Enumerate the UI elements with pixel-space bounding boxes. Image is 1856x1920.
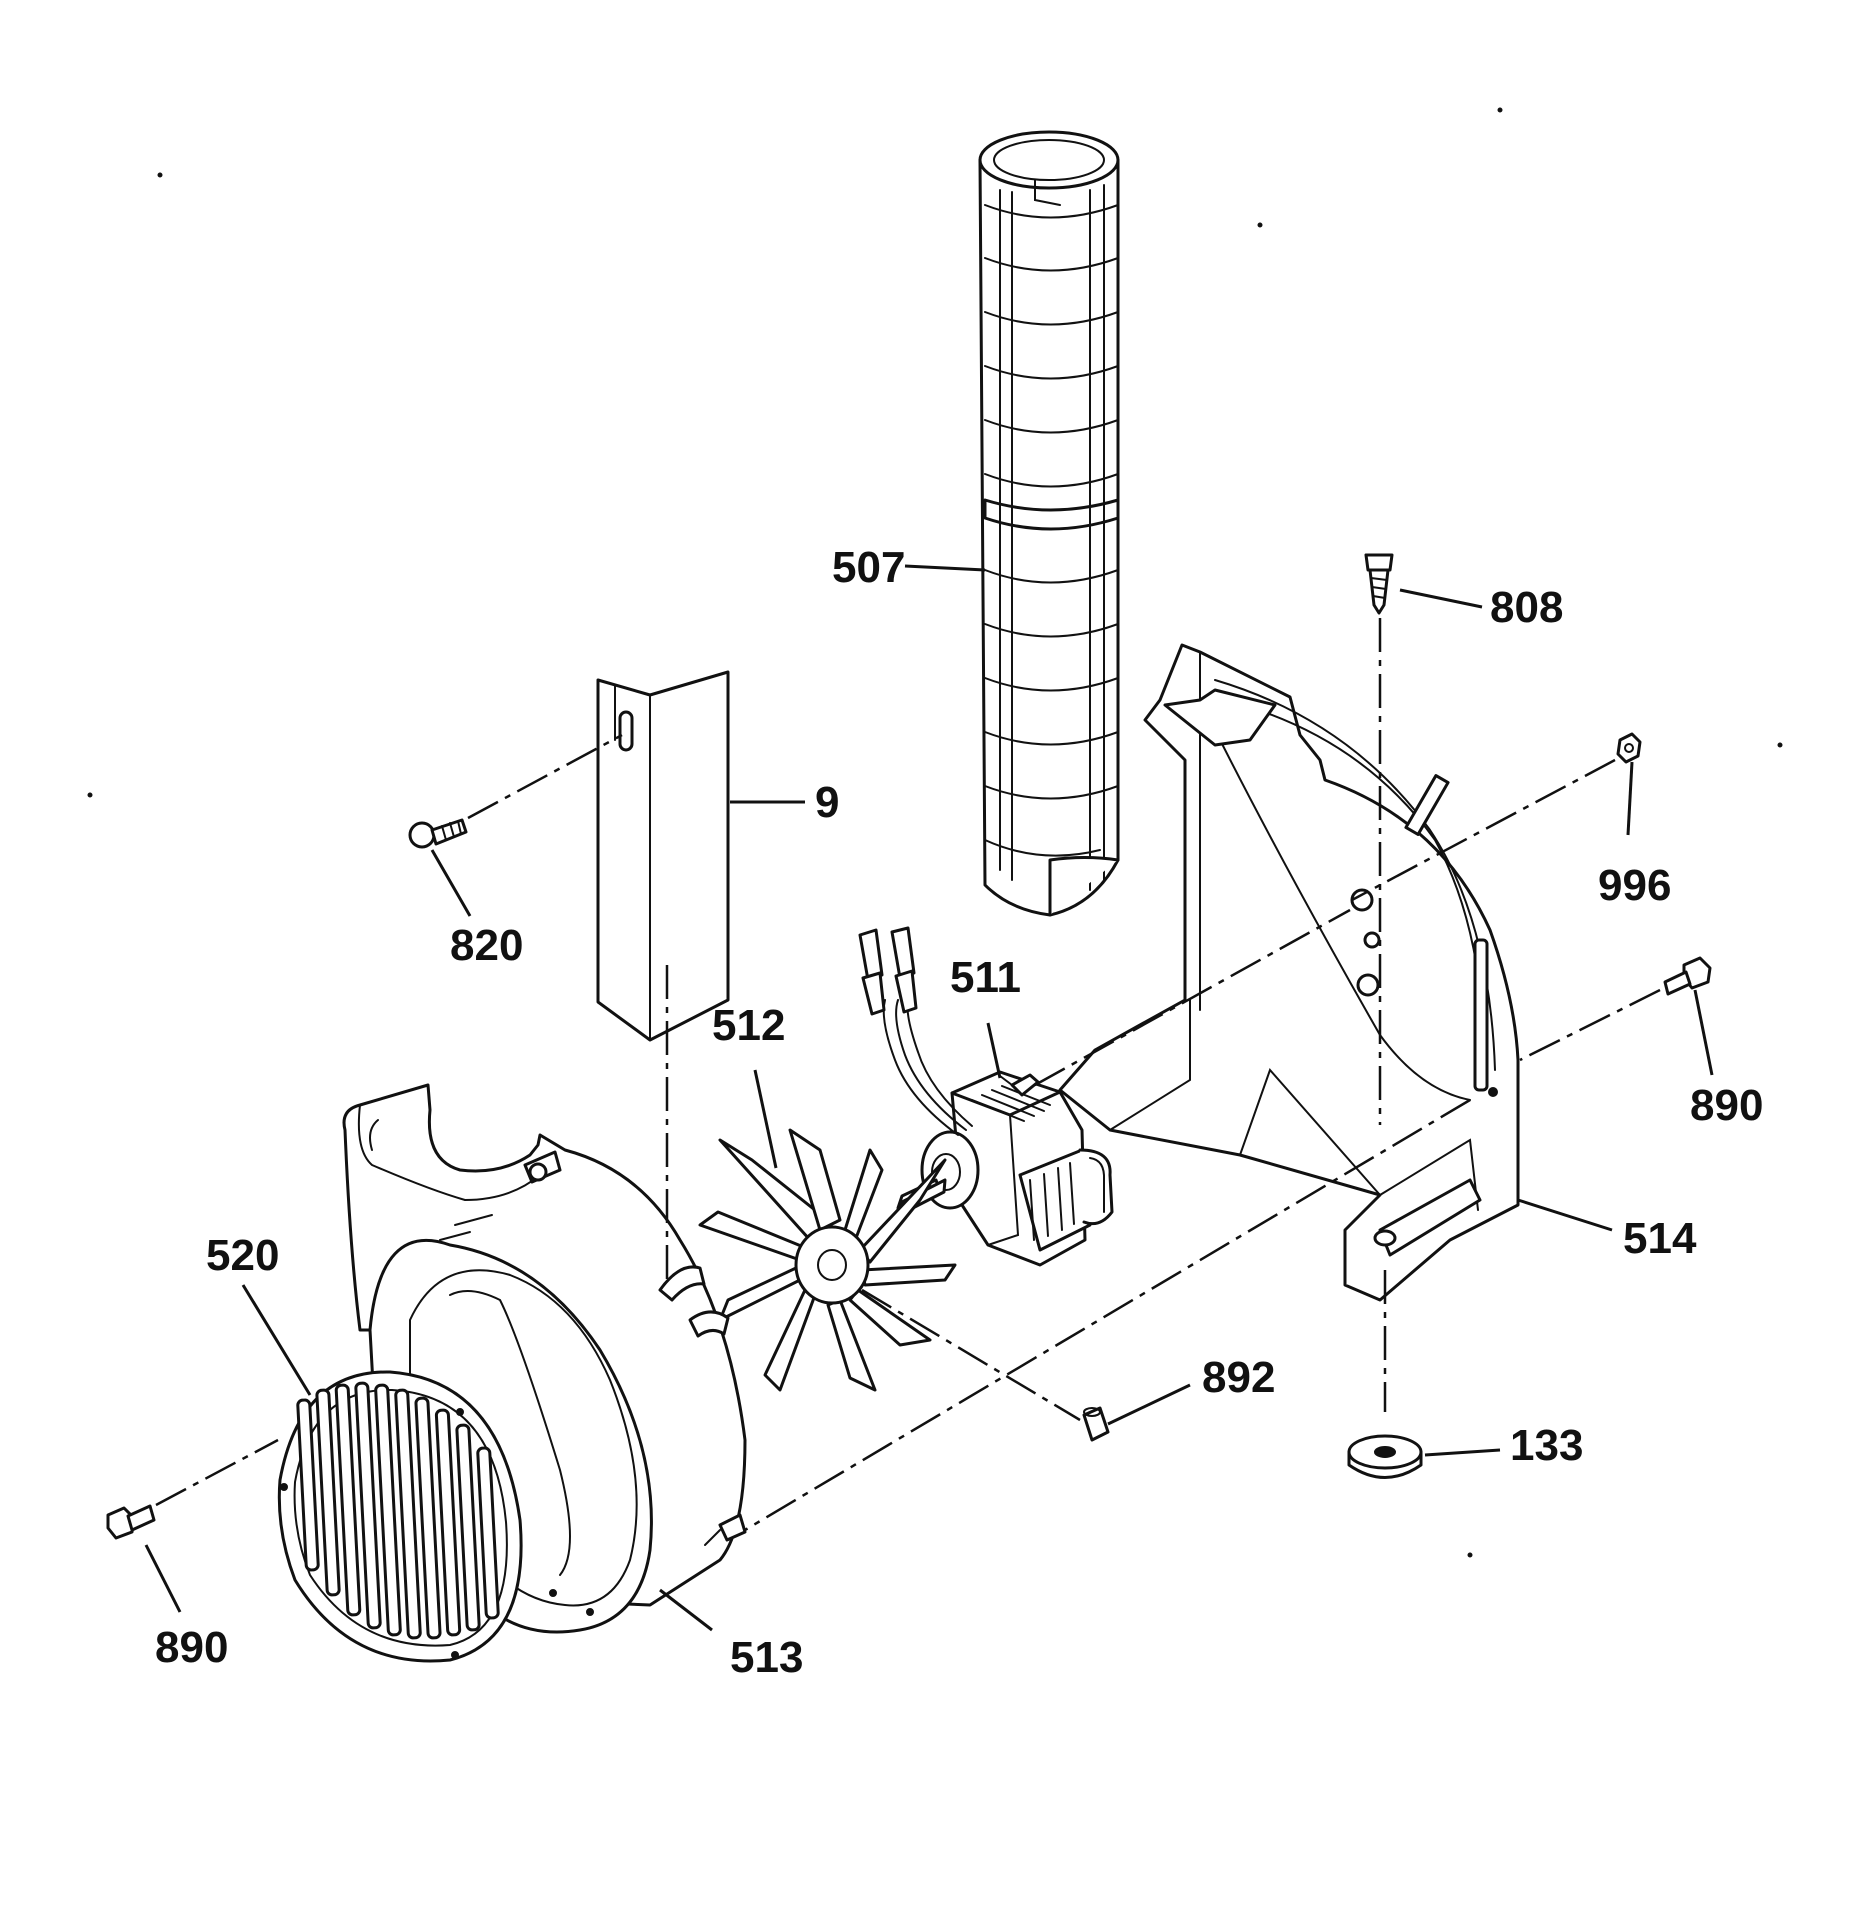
part-511-motor bbox=[896, 1070, 1114, 1267]
callout-808: 808 bbox=[1490, 583, 1563, 632]
dash-512-to-892 bbox=[861, 1288, 1081, 1422]
callout-890-left: 890 bbox=[155, 1623, 228, 1672]
callout-520: 520 bbox=[206, 1231, 279, 1280]
dash-996-to-514 bbox=[1351, 758, 1616, 902]
callout-892: 892 bbox=[1202, 1353, 1275, 1402]
part-507-blower-wheel bbox=[978, 130, 1120, 917]
part-820-screw bbox=[408, 818, 468, 849]
part-996-nut bbox=[1616, 732, 1642, 764]
callout-512: 512 bbox=[712, 1001, 785, 1050]
dash-890-left bbox=[155, 1438, 279, 1507]
callout-507: 507 bbox=[832, 543, 905, 592]
callout-511: 511 bbox=[950, 953, 1021, 1002]
part-9-bracket bbox=[596, 670, 730, 1042]
part-808-screw bbox=[1364, 553, 1394, 615]
callout-890-right: 890 bbox=[1690, 1081, 1763, 1130]
dash-511-to-514 bbox=[1034, 908, 1351, 1087]
part-511-lead-wires bbox=[858, 926, 973, 1136]
part-514-motor-mount bbox=[1058, 643, 1520, 1302]
callout-9: 9 bbox=[815, 778, 839, 827]
part-890-right-screw bbox=[1663, 956, 1712, 996]
callout-513: 513 bbox=[730, 1633, 803, 1682]
part-890-left-screw bbox=[106, 1504, 156, 1540]
part-520-grille bbox=[277, 1370, 523, 1663]
callout-514: 514 bbox=[1623, 1214, 1697, 1263]
dash-514-to-513 bbox=[744, 1098, 1471, 1532]
dash-890-right bbox=[1519, 988, 1661, 1062]
part-892-set-screw bbox=[1082, 1406, 1110, 1442]
callout-133: 133 bbox=[1510, 1421, 1583, 1470]
scan-specks bbox=[87, 107, 1783, 1558]
part-133-grommet bbox=[1347, 1434, 1423, 1479]
dash-820-to-9 bbox=[467, 733, 623, 820]
callout-996: 996 bbox=[1598, 861, 1671, 910]
callout-820: 820 bbox=[450, 921, 523, 970]
callout-labels: 507 808 9 820 996 511 512 890 514 520 89… bbox=[155, 543, 1763, 1682]
leader-lines bbox=[144, 564, 1714, 1632]
part-512-fan-blade bbox=[698, 1128, 957, 1392]
